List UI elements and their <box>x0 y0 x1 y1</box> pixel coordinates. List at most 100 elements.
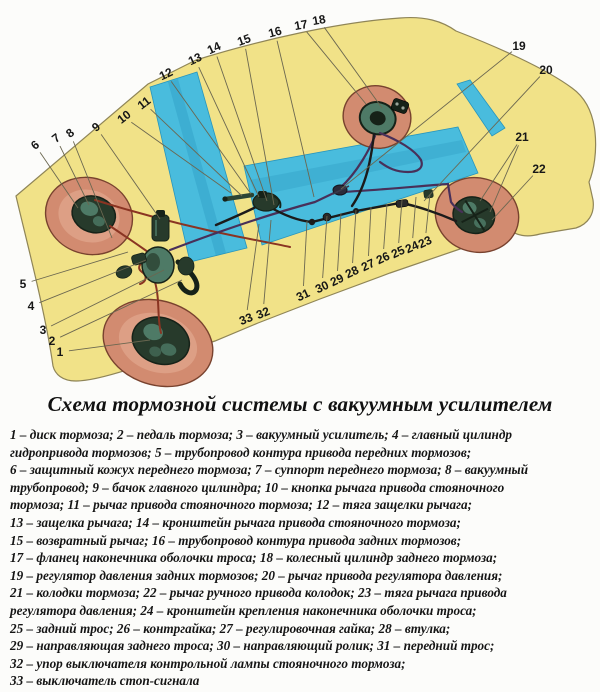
part-number: 17 <box>293 17 309 33</box>
callout-17: 17 <box>293 17 367 105</box>
legend-line: тормоза; 11 – рычаг привода стояночного … <box>10 497 473 513</box>
callout-5: 5 <box>20 251 129 291</box>
part-number: 28 <box>343 263 361 281</box>
callout-line <box>39 259 147 304</box>
legend-line: 21 – колодки тормоза; 22 – рычаг ручного… <box>10 585 507 601</box>
callout-28: 28 <box>343 209 361 281</box>
callout-line <box>323 27 383 109</box>
callout-line <box>198 66 260 198</box>
legend-line: 6 – защитный кожух переднего тормоза; 7 … <box>10 462 529 478</box>
callout-line <box>479 144 518 202</box>
part-number: 29 <box>328 271 346 289</box>
callout-12: 12 <box>157 65 252 195</box>
callout-21: 21 <box>479 130 529 213</box>
callout-4: 4 <box>28 259 147 313</box>
callout-line <box>337 212 342 272</box>
part-number: 12 <box>157 65 175 83</box>
callout-29: 29 <box>328 212 346 289</box>
part-number: 31 <box>294 286 312 304</box>
callout-14: 14 <box>205 39 268 202</box>
callout-line <box>491 175 534 221</box>
part-number: 23 <box>416 233 434 251</box>
callout-30: 30 <box>313 215 331 296</box>
part-number: 7 <box>49 130 63 145</box>
callout-line <box>216 56 268 202</box>
part-number: 27 <box>359 256 377 274</box>
part-number: 26 <box>374 249 392 267</box>
callout-24: 24 <box>403 196 421 256</box>
callout-line <box>368 206 372 257</box>
callout-line <box>263 219 272 305</box>
part-number: 13 <box>186 50 204 68</box>
callout-line <box>352 209 357 264</box>
windshield <box>149 71 248 263</box>
callout-line <box>412 196 417 239</box>
callout-26: 26 <box>374 203 392 267</box>
legend-line: 29 – направляющая заднего троса; 30 – на… <box>10 638 495 654</box>
part-number: 6 <box>28 137 42 152</box>
part-number: 3 <box>40 323 47 337</box>
legend-line: 13 – защелка рычага; 14 – кронштейн рыча… <box>10 514 461 530</box>
part-number: 14 <box>205 39 223 57</box>
callout-line <box>59 279 183 338</box>
part-number: 16 <box>267 23 284 40</box>
part-number: 4 <box>28 299 35 313</box>
callout-line <box>398 199 403 244</box>
legend-line: 33 – выключатель стоп-сигнала <box>10 673 200 689</box>
rear-wheel-cylinder <box>390 98 410 114</box>
callout-line <box>131 121 232 194</box>
callout-line <box>68 339 151 352</box>
callout-2: 2 <box>49 279 183 348</box>
callout-23: 23 <box>416 193 434 251</box>
callout-27: 27 <box>359 206 377 274</box>
windshield-shade <box>168 79 226 256</box>
wheel-rear-right <box>434 176 520 254</box>
callout-line <box>100 134 161 220</box>
part-number: 2 <box>49 334 56 348</box>
diagram-title: Схема тормозной системы с вакуумным усил… <box>47 392 553 416</box>
callout-line <box>150 108 243 197</box>
callout-line <box>39 152 79 209</box>
callout-22: 22 <box>491 162 546 221</box>
part-number: 25 <box>389 243 407 261</box>
part-number: 24 <box>403 238 421 256</box>
booster-assembly <box>115 210 200 296</box>
part-number: 18 <box>311 12 327 28</box>
callout-line <box>276 40 315 198</box>
legend-line: 19 – регулятор давления задних тормозов;… <box>10 567 503 583</box>
callout-1: 1 <box>57 339 151 359</box>
callout-32: 32 <box>254 219 272 322</box>
legend-line: 32 – упор выключателя контрольной лампы … <box>10 655 406 671</box>
callout-15: 15 <box>235 31 275 206</box>
legend-line: гидропривода тормозов; 5 – трубопровод к… <box>10 444 472 460</box>
callout-19: 19 <box>340 39 526 190</box>
callout-line <box>245 48 275 206</box>
car-top-view: 1234567891011121314151617181920212223242… <box>15 12 597 388</box>
part-number: 32 <box>254 304 272 322</box>
callout-line <box>72 141 113 239</box>
legend-line: 1 – диск тормоза; 2 – педаль тормоза; 3 … <box>10 427 513 442</box>
callout-25: 25 <box>389 199 407 261</box>
part-number: 8 <box>63 125 77 140</box>
callout-line <box>425 193 431 234</box>
callout-13: 13 <box>186 50 260 198</box>
legend-line: 17 – фланец наконечника оболочки троса; … <box>10 550 498 566</box>
callout-line <box>59 145 90 206</box>
part-number: 20 <box>539 63 553 77</box>
legend: 1 – диск тормоза; 2 – педаль тормоза; 3 … <box>10 426 592 690</box>
legend-line: регулятора давления; 24 – кронштейн креп… <box>10 602 477 618</box>
callout-line <box>489 145 519 213</box>
callout-line <box>322 215 328 279</box>
callout-line <box>340 51 513 190</box>
legend-line: трубопровод; 9 – бачок главного цилиндра… <box>10 479 505 495</box>
callout-3: 3 <box>40 269 165 337</box>
legend-line: 25 – задний трос; 26 – контргайка; 27 – … <box>10 620 451 636</box>
callout-16: 16 <box>267 23 315 198</box>
callout-line <box>50 269 165 327</box>
callout-line <box>303 220 308 287</box>
callout-line <box>306 31 367 105</box>
part-number: 33 <box>237 310 255 328</box>
